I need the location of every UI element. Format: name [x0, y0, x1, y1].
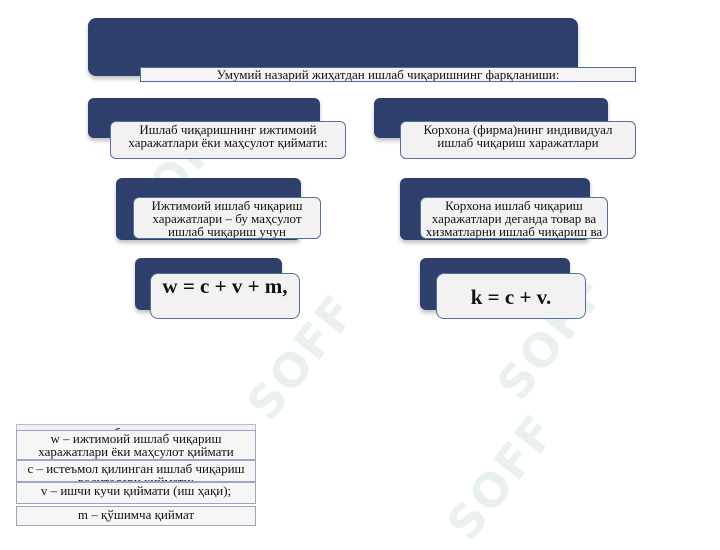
- right-heading: Корхона (фирма)нинг индивидуал ишлаб чиқ…: [400, 121, 636, 159]
- legend-item-w: w – ижтимоий ишлаб чиқариш харажатлари ё…: [16, 430, 256, 460]
- title-banner: [88, 18, 578, 76]
- right-formula: k = c + v.: [436, 273, 586, 319]
- left-heading: Ишлаб чиқаришнинг ижтимоий харажатлари ё…: [110, 121, 346, 159]
- slide-title: Умумий назарий жиҳатдан ишлаб чиқаришнин…: [140, 67, 636, 82]
- legend-item-m: m – қўшимча қиймат: [16, 506, 256, 526]
- left-formula: w = c + v + m,: [150, 273, 300, 319]
- legend-item-v: v – ишчи кучи қиймати (иш ҳақи);: [16, 482, 256, 504]
- left-definition: Ижтимоий ишлаб чиқариш харажатлари – бу …: [133, 197, 321, 239]
- watermark-soff: SOFF: [436, 403, 567, 550]
- right-definition: Корхона ишлаб чиқариш харажатлари деганд…: [420, 197, 608, 239]
- legend-item-c: c – истеъмол қилинган ишлаб чиқариш воси…: [16, 460, 256, 482]
